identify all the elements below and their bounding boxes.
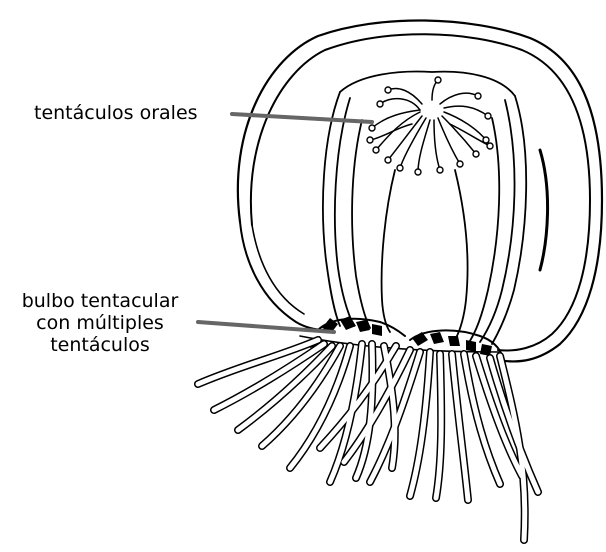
leader-tentacle-bulb xyxy=(198,322,334,332)
label-tentacle-bulb-line-2: con múltiples xyxy=(0,312,200,334)
bell-left-rim xyxy=(240,222,326,330)
canal-center-right xyxy=(455,170,468,338)
label-oral-tentacles: tentáculos orales xyxy=(34,102,198,124)
canal-left-inner xyxy=(352,120,370,328)
bell-left-rim-inner xyxy=(252,225,304,314)
label-tentacle-bulb: bulbo tentacular con múltiples tentáculo… xyxy=(0,290,200,356)
canal-left-outer xyxy=(323,92,340,326)
manubrium-top xyxy=(340,72,515,96)
canal-right-inner xyxy=(468,118,499,344)
label-tentacle-bulb-line-3: tentáculos xyxy=(0,334,200,356)
marginal-tentacles xyxy=(198,340,538,540)
manubrium xyxy=(323,72,526,344)
leader-oral-tentacles xyxy=(232,114,372,122)
canal-center-left xyxy=(382,170,395,332)
canal-left-mid xyxy=(335,98,354,326)
bell-inner-contour xyxy=(251,34,590,350)
bell-shadow-right xyxy=(540,150,548,270)
oral-tentacle-tips xyxy=(367,77,493,175)
label-tentacle-bulb-line-1: bulbo tentacular xyxy=(0,290,200,312)
